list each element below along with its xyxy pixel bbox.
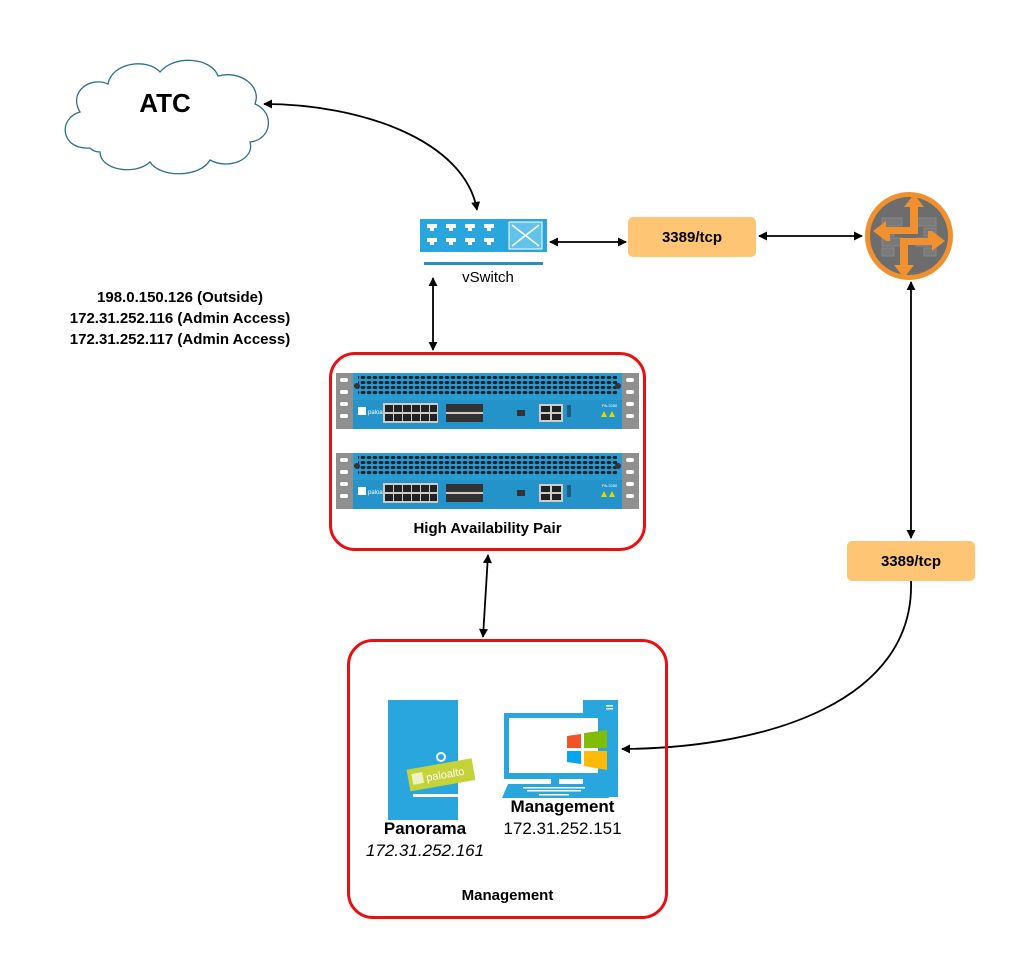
ip-annotation-admin-2: 172.31.252.117 (Admin Access)	[69, 331, 291, 348]
paloalto-badge-icon: paloalto	[406, 758, 476, 792]
ip-annotations: 198.0.150.126 (Outside) 172.31.252.116 (…	[40, 287, 320, 350]
model-label: PA-3250	[602, 403, 618, 408]
windows-logo-icon	[567, 730, 607, 770]
management-pc-label: Management	[510, 797, 615, 816]
port-badge-3389-top[interactable]: 3389/tcp	[628, 217, 756, 257]
management-pc-ip: 172.31.252.151	[503, 819, 622, 838]
atc-label: ATC	[139, 88, 191, 118]
svg-text:paloalto: paloalto	[368, 490, 390, 496]
atc-cloud-icon[interactable]	[64, 59, 270, 175]
ip-annotation-outside: 198.0.150.126 (Outside)	[97, 289, 263, 306]
svg-text:paloalto: paloalto	[368, 410, 390, 416]
ip-annotation-admin-1: 172.31.252.116 (Admin Access)	[69, 310, 291, 327]
router-icon[interactable]	[865, 192, 953, 280]
panorama-label: Panorama	[383, 819, 467, 838]
firewall-device-1[interactable]: paloalto PA-3250	[336, 373, 639, 429]
vswitch-label: vSwitch	[462, 269, 514, 286]
management-pc-icon[interactable]	[502, 700, 618, 798]
firewall-device-2[interactable]: paloalto PA-3250	[336, 453, 639, 509]
switch-ports-icon	[427, 224, 494, 245]
vswitch-icon[interactable]	[420, 219, 547, 265]
ha-pair-group[interactable]	[329, 352, 646, 551]
edge-port2-management-pc[interactable]	[621, 580, 912, 754]
management-group[interactable]	[347, 639, 668, 919]
management-group-label: Management	[461, 887, 554, 904]
ha-pair-label: High Availability Pair	[413, 520, 562, 537]
panorama-server-icon[interactable]: paloalto	[388, 700, 476, 820]
crossover-icon	[511, 224, 540, 247]
paloalto-logo-icon	[358, 487, 366, 495]
panorama-ip: 172.31.252.161	[365, 841, 485, 860]
edge-atc-vswitch[interactable]	[263, 99, 481, 211]
edge-ha-management[interactable]	[479, 554, 492, 638]
model-label: PA-3250	[602, 483, 618, 488]
paloalto-logo-icon	[358, 407, 366, 415]
port-badge-3389-right[interactable]: 3389/tcp	[847, 541, 975, 581]
